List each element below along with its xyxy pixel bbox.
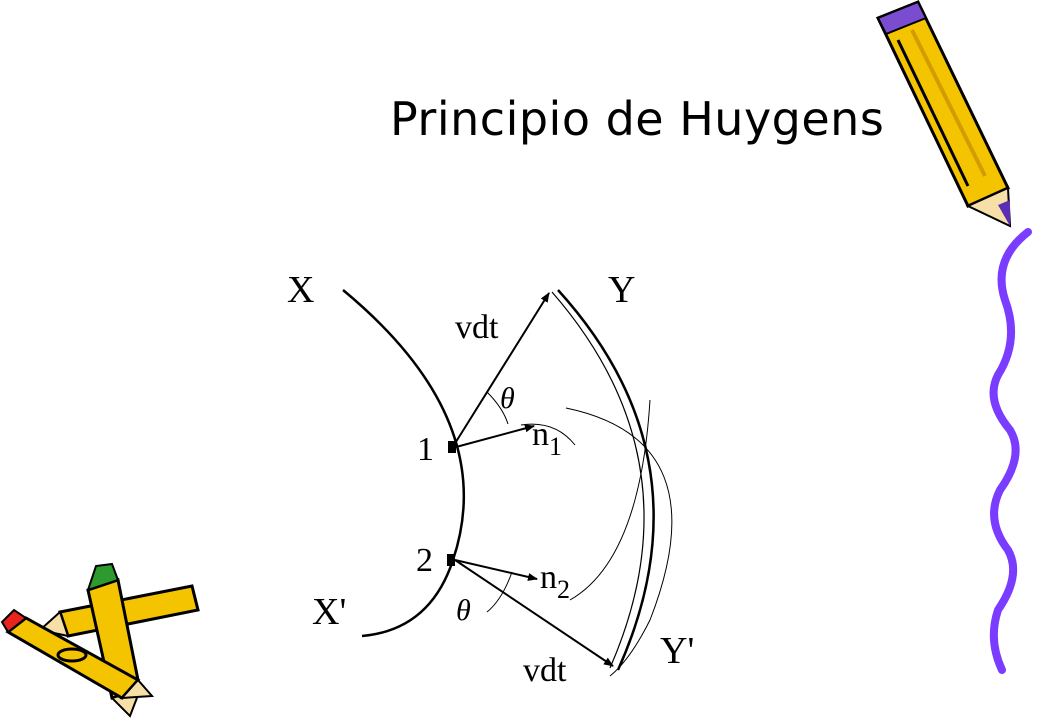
point-1-marker bbox=[448, 441, 456, 453]
normal-n1-vector bbox=[455, 424, 535, 448]
wavelet-arc-3 bbox=[569, 399, 651, 601]
label-point-1: 1 bbox=[417, 431, 434, 468]
label-point-2: 2 bbox=[416, 542, 433, 579]
label-n2-subscript: 2 bbox=[557, 575, 570, 604]
label-vdt-bottom: vdt bbox=[523, 652, 567, 689]
pencil-clipart-top-right bbox=[875, 0, 1012, 228]
wavefront-y-curve-inner bbox=[551, 291, 645, 669]
label-theta-bottom: θ bbox=[456, 594, 471, 627]
vdt-vector-bottom bbox=[454, 559, 614, 667]
wavelet-arc-2 bbox=[520, 423, 576, 446]
label-x-prime: X' bbox=[312, 591, 346, 633]
wavefront-y-curve-outer bbox=[557, 289, 655, 671]
label-y: Y bbox=[608, 269, 635, 311]
purple-squiggle-decoration bbox=[989, 228, 1032, 674]
wavelet-arc-4 bbox=[486, 571, 513, 613]
pencils-clipart-bottom-left bbox=[0, 562, 200, 718]
normal-n2-vector bbox=[454, 559, 538, 581]
label-n1: n1 bbox=[532, 416, 562, 461]
vdt-vector-top bbox=[453, 292, 550, 446]
wavefront-x-curve bbox=[342, 289, 465, 638]
point-2-marker bbox=[447, 554, 455, 566]
label-vdt-top: vdt bbox=[455, 309, 499, 346]
label-y-prime: Y' bbox=[660, 630, 694, 672]
label-n2-base: n bbox=[540, 559, 557, 596]
label-n2: n2 bbox=[540, 559, 570, 604]
label-x: X bbox=[287, 269, 314, 311]
wavelet-arc-1 bbox=[565, 407, 673, 677]
angle-arc-top bbox=[486, 391, 509, 425]
label-n1-base: n bbox=[532, 416, 549, 453]
label-n1-subscript: 1 bbox=[549, 432, 562, 461]
label-theta-top: θ bbox=[500, 382, 515, 415]
slide-title: Principio de Huygens bbox=[390, 92, 885, 146]
